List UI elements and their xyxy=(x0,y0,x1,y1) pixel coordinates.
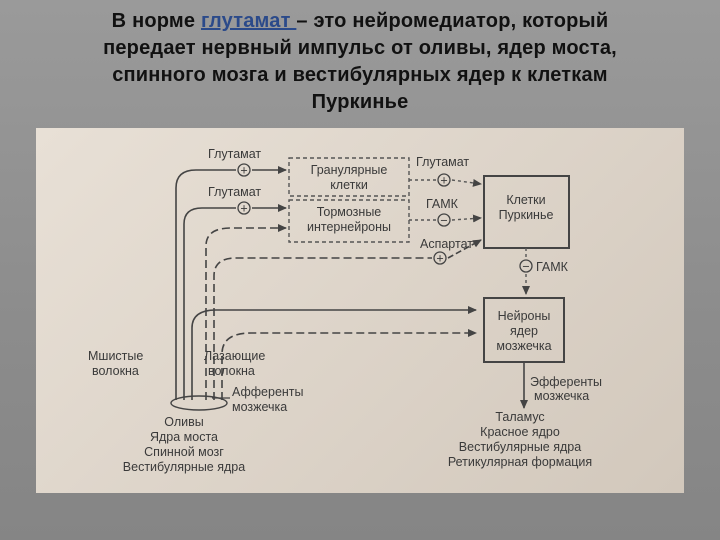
gaba-label-1: ГАМК xyxy=(426,197,459,211)
minus-sign-1: − xyxy=(437,213,451,228)
plus-sign-4: + xyxy=(433,251,447,266)
target-red-nucleus: Красное ядро xyxy=(480,425,560,439)
purkinje-label-2: Пуркинье xyxy=(499,208,554,222)
efferents-label-1: Эфференты xyxy=(530,375,602,389)
diagram-photo: Гранулярные клетки Тормозные интернейрон… xyxy=(36,128,684,493)
glutamate-label-2: Глутамат xyxy=(208,185,261,199)
slide-title: В норме глутамат – это нейромедиатор, ко… xyxy=(20,8,700,116)
plus-sign-1-text: + xyxy=(240,164,247,178)
glutamate-label-1: Глутамат xyxy=(208,147,261,161)
afferent-bundle-ellipse xyxy=(170,395,228,411)
climbing-fibers-label-2: волокна xyxy=(208,364,255,378)
cerebellum-circuit-diagram: Гранулярные клетки Тормозные интернейрон… xyxy=(88,147,602,474)
plus-sign-2-text: + xyxy=(240,202,247,216)
interneuron-to-purkinje-arrow xyxy=(451,214,482,223)
mossy-fiber-line-1 xyxy=(175,169,236,400)
nuclei-label-2: ядер xyxy=(510,324,538,338)
plus-sign-3-text: + xyxy=(440,174,447,188)
aspartate-label: Аспартат xyxy=(420,237,473,251)
title-line-2: передает нервный импульс от оливы, ядер … xyxy=(103,37,617,59)
source-spinal-cord: Спинной мозг xyxy=(144,445,224,459)
interneuron-label-1: Тормозные xyxy=(317,205,382,219)
climbing-fiber-to-nuclei xyxy=(221,329,477,400)
purkinje-label-1: Клетки xyxy=(506,193,545,207)
climbing-fiber-line xyxy=(213,257,432,400)
nuclei-label-1: Нейроны xyxy=(498,309,551,323)
granular-to-purkinje-arrow xyxy=(451,178,482,187)
efferents-label-2: мозжечка xyxy=(534,389,589,403)
mossy-fibers-label-2: волокна xyxy=(92,364,139,378)
climbing-fibers-label-1: Лазающие xyxy=(204,349,265,363)
granular-cells-box xyxy=(288,157,410,197)
minus-sign-2-text: − xyxy=(522,260,529,274)
plus-sign-2: + xyxy=(237,201,251,216)
title-line-1-post: – это нейромедиатор, который xyxy=(296,10,609,32)
target-thalamus: Таламус xyxy=(495,410,544,424)
interneuron-label-2: интернейроны xyxy=(307,220,391,234)
glutamate-label-3: Глутамат xyxy=(416,155,469,169)
source-olive: Оливы xyxy=(164,415,203,429)
plus-sign-4-text: + xyxy=(436,252,443,266)
afferents-label-2: мозжечка xyxy=(232,400,287,414)
afferents-label-1: Афференты xyxy=(232,385,304,399)
mossy-fiber-line-2 xyxy=(183,207,236,400)
plus-sign-3: + xyxy=(437,173,451,188)
title-highlight-glutamate: глутамат xyxy=(201,10,297,32)
mossy-fibers-label-1: Мшистые xyxy=(88,349,143,363)
source-vestibular: Вестибулярные ядра xyxy=(123,460,245,474)
minus-sign-1-text: − xyxy=(440,214,447,228)
title-line-4: Пуркинье xyxy=(311,91,409,113)
minus-sign-2: − xyxy=(519,259,533,274)
nuclei-label-3: мозжечка xyxy=(496,339,551,353)
aspartate-arrow xyxy=(447,239,482,259)
gaba-label-2: ГАМК xyxy=(536,260,569,274)
mossy-fiber-to-nuclei xyxy=(191,306,477,400)
inhibitory-interneurons-box xyxy=(288,199,410,243)
source-pons: Ядра моста xyxy=(150,430,218,444)
target-reticular-formation: Ретикулярная формация xyxy=(448,455,592,469)
plus-sign-1: + xyxy=(237,163,251,178)
granular-label-2: клетки xyxy=(330,178,368,192)
climbing-fiber-to-interneurons xyxy=(205,224,287,400)
title-line-3: спинного мозга и вестибулярных ядер к кл… xyxy=(112,64,608,86)
title-line-1: В норме глутамат – это нейромедиатор, ко… xyxy=(20,8,700,35)
granular-label-1: Гранулярные xyxy=(311,163,388,177)
title-line-1-pre: В норме xyxy=(111,10,201,32)
target-vestibular: Вестибулярные ядра xyxy=(459,440,581,454)
